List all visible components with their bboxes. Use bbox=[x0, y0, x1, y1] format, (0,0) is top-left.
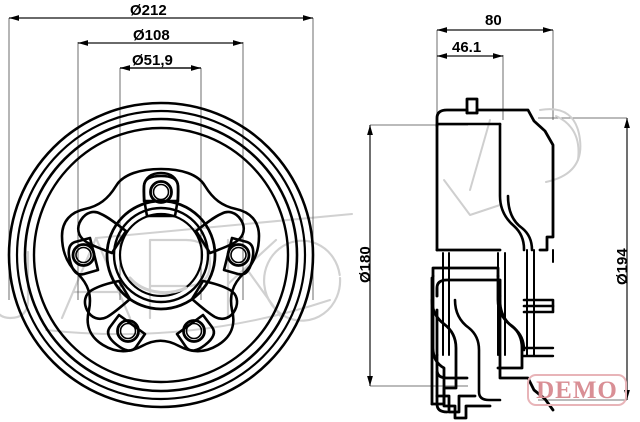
dimension-label-inner-drum-diameter: Ø180 bbox=[357, 246, 374, 283]
dimension-label-bolt-circle: Ø108 bbox=[133, 27, 170, 44]
dimension-label-hub-bore: Ø51,9 bbox=[132, 52, 173, 69]
dimension-line-inner-diameter bbox=[367, 124, 468, 387]
demo-watermark-badge: DEMO bbox=[527, 374, 627, 406]
dimension-label-offset-width: 46.1 bbox=[452, 39, 482, 56]
cross-section-view bbox=[430, 97, 582, 420]
dimension-label-friction-diameter: Ø194 bbox=[614, 248, 631, 285]
dimension-label-overall-width: 80 bbox=[485, 12, 502, 29]
dimension-label-outer-diameter: Ø212 bbox=[130, 2, 167, 19]
dimension-lines-top bbox=[8, 15, 314, 300]
front-view-drum bbox=[7, 101, 315, 409]
demo-watermark-text: DEMO bbox=[536, 376, 618, 404]
